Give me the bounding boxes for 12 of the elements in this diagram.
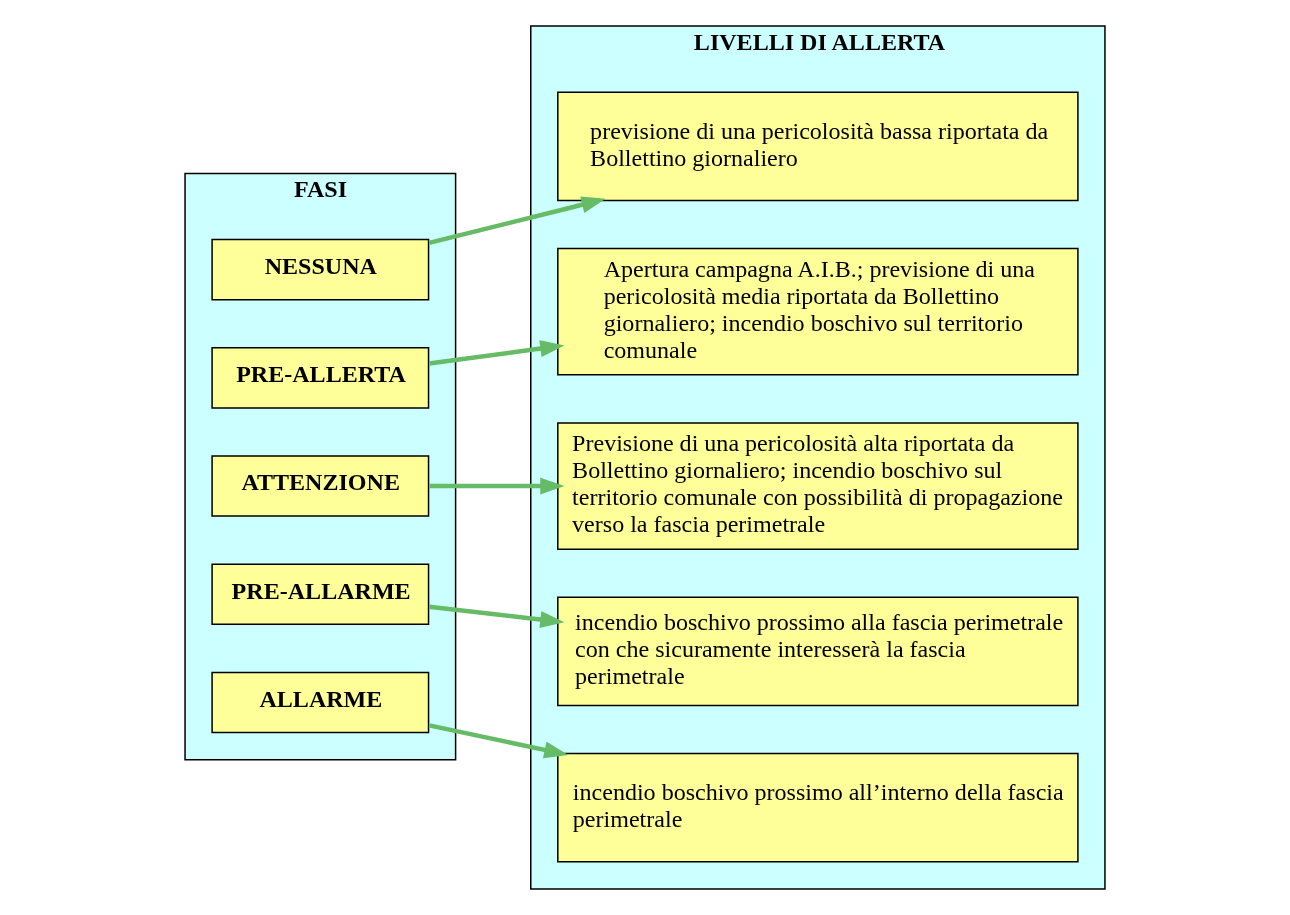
node-box: NESSUNA [211, 238, 430, 301]
node-box: incendio boschivo prossimo all’interno della fascia perimetrale [557, 752, 1079, 863]
arrow [429, 477, 565, 495]
node-box: Apertura campagna A.I.B.; previsione di una pericolosità media riportata da Bollettino giornaliero; incendio boschivo sul territorio comunale [557, 247, 1079, 376]
node-box: PRE-ALLARME [211, 563, 430, 626]
arrow [428, 604, 565, 628]
node-box: PRE-ALLERTA [211, 347, 430, 409]
node-box: previsione di una pericolosità bassa riportata da Bollettino giornaliero [557, 91, 1079, 202]
node-box: Previsione di una pericolosità alta riportata da Bollettino giornaliero; incendio boschivo sul territorio comunale con possibilità di propagazione verso la fascia perimetrale [557, 422, 1079, 550]
node-box: incendio boschivo prossimo alla fascia perimetrale con che sicuramente interesserà la fascia perimetrale [557, 596, 1079, 707]
node-box: ALLARME [211, 671, 430, 734]
node-box: ATTENZIONE [211, 455, 430, 517]
